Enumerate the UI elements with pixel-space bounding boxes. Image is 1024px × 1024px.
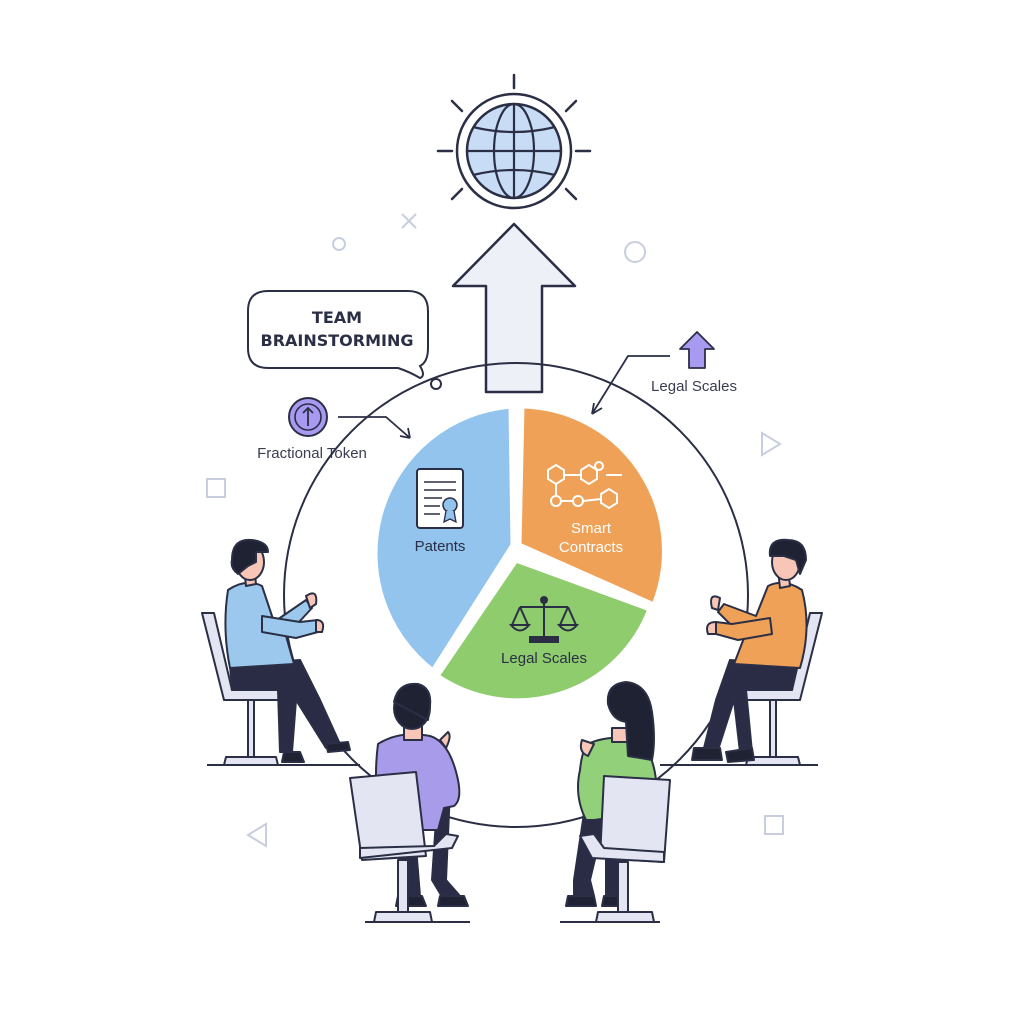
- deco-circle: [332, 237, 346, 251]
- person-front-left: [349, 682, 469, 923]
- legal-scales-label: Legal Scales: [501, 650, 587, 667]
- globe-icon: [436, 73, 592, 210]
- bubble-title-line2: BRAINSTORMING: [261, 331, 414, 350]
- hexagon-network-icon: [547, 461, 622, 510]
- team-brainstorming-bubble: TEAM BRAINSTORMING: [247, 290, 442, 390]
- deco-cross: [401, 213, 417, 229]
- pie-chart: Patents Smart Contracts: [372, 403, 667, 704]
- person-left: [201, 538, 351, 766]
- deco-triangle: [761, 431, 782, 457]
- small-up-arrow-icon: [679, 331, 715, 369]
- legal-scales-annotation: Legal Scales: [651, 378, 737, 395]
- deco-circle: [624, 241, 646, 263]
- deco-triangle: [246, 822, 267, 848]
- table-circle: [283, 362, 749, 828]
- scales-pointer-arrow: [591, 355, 670, 415]
- segment-smart-contracts: [516, 403, 667, 609]
- segment-patents: [372, 403, 516, 675]
- token-icon: [288, 397, 328, 437]
- bubble-title-line1: TEAM: [312, 308, 362, 327]
- person-front-right: [565, 681, 671, 923]
- chair: [349, 771, 427, 861]
- smart-contracts-label-line2: Contracts: [559, 539, 623, 556]
- deco-square: [764, 815, 784, 835]
- up-arrow-icon: [451, 222, 577, 394]
- token-pointer-arrow: [338, 416, 411, 439]
- floor-lines: [207, 764, 818, 923]
- decorations: [206, 213, 784, 848]
- document-certificate-icon: [416, 468, 464, 529]
- fractional-token-label: Fractional Token: [257, 445, 367, 462]
- patents-label: Patents: [415, 538, 466, 555]
- scales-icon: [508, 596, 580, 643]
- person-right: [691, 538, 823, 766]
- deco-square: [206, 478, 226, 498]
- smart-contracts-label-line1: Smart: [571, 520, 612, 537]
